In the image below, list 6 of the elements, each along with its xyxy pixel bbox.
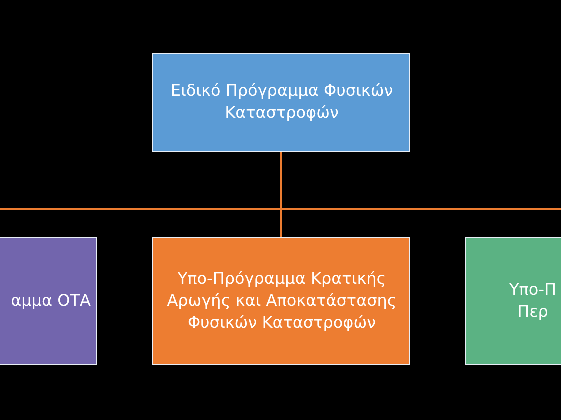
box-label: Ειδικό Πρόγραμμα Φυσικών Καταστροφών [170,80,394,124]
subprogram-box [152,237,410,365]
box-label: αμμα ΟΤΑ [11,290,91,312]
box-label: Υπο-Π Περ [508,279,558,323]
box-label: Υπο-Πρόγραμμα Κρατικής Αρωγής και Αποκατάστασης Φυσικών Καταστροφών [166,268,398,334]
program-box [152,53,410,152]
